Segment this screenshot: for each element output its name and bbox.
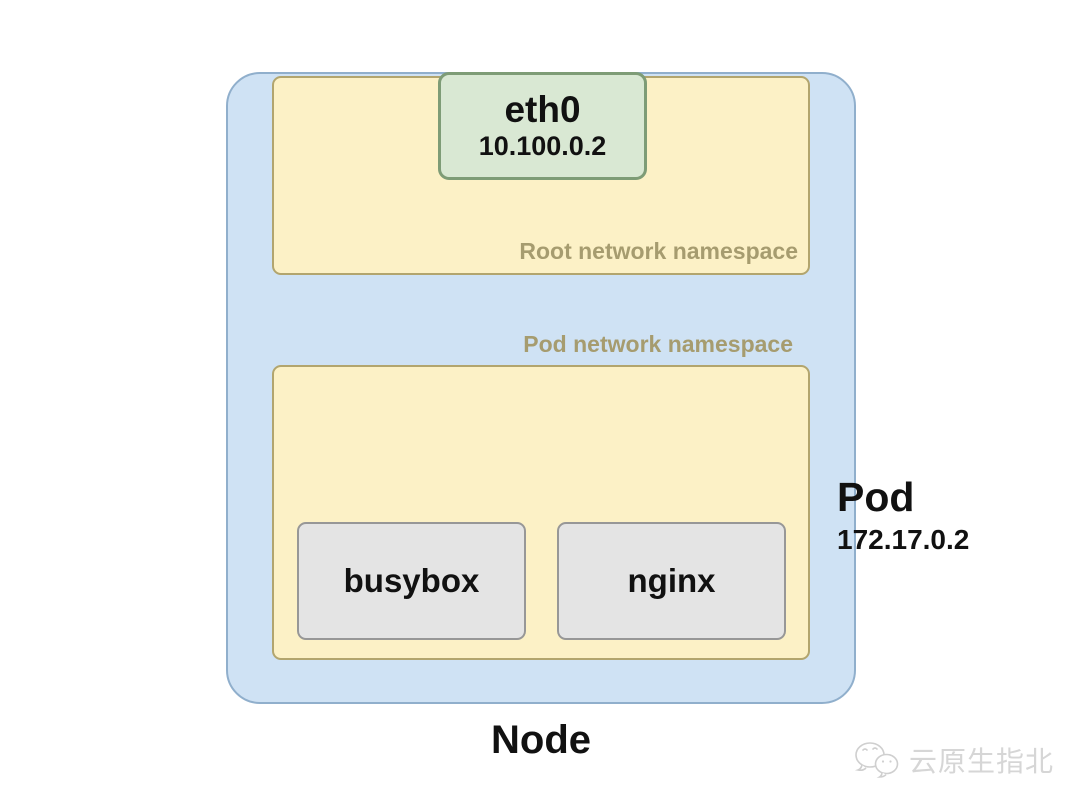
- wechat-logo-icon: [854, 742, 899, 778]
- node-box: Root network namespace eth0 10.100.0.2 P…: [226, 72, 856, 704]
- container-nginx-box: nginx: [557, 522, 786, 640]
- pod-namespace-label: Pod network namespace: [523, 331, 793, 357]
- watermark-text: 云原生指北: [909, 746, 1055, 777]
- pod-label: Pod: [837, 474, 915, 520]
- pod-annotation: Pod 172.17.0.2: [837, 477, 969, 554]
- watermark: 云原生指北: [853, 740, 1054, 780]
- pod-ip: 172.17.0.2: [837, 524, 970, 555]
- pod-network-namespace-box: busybox nginx: [272, 365, 810, 660]
- node-label: Node: [491, 718, 591, 762]
- eth0-interface-name: eth0: [504, 88, 581, 130]
- container-busybox-label: busybox: [343, 562, 480, 599]
- container-busybox-box: busybox: [297, 522, 526, 640]
- eth0-interface-ip: 10.100.0.2: [478, 130, 607, 161]
- eth0-interface-box: eth0 10.100.0.2: [438, 72, 647, 180]
- container-nginx-label: nginx: [627, 562, 716, 599]
- root-namespace-label: Root network namespace: [519, 238, 798, 264]
